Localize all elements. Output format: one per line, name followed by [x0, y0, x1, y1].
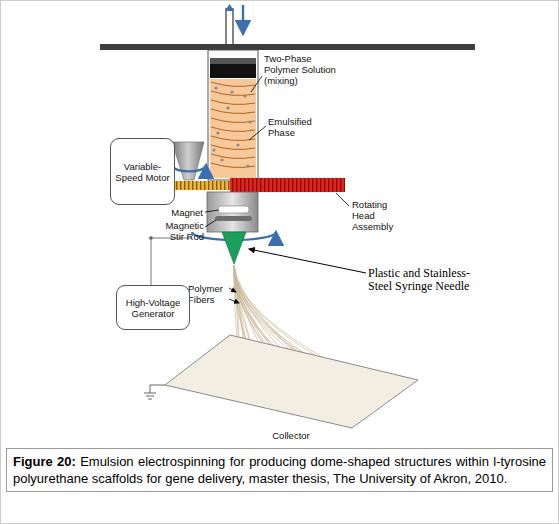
collector-sheet — [165, 335, 418, 428]
spiral-line — [211, 136, 255, 140]
spiral-line — [211, 154, 255, 158]
motor-box: Variable-Speed Motor — [110, 138, 175, 205]
emulsion-droplet — [243, 94, 246, 97]
emulsion-droplet — [214, 86, 217, 89]
generator-box: High-Voltage Generator — [116, 285, 190, 330]
part-label: Emulsified Phase — [268, 116, 328, 138]
spiral-line — [211, 82, 255, 86]
spiral-line — [211, 100, 255, 104]
figure-caption: Figure 20: Emulsion electrospinning for … — [6, 448, 553, 492]
node-label: Variable-Speed Motor — [111, 158, 174, 186]
emulsion-droplet — [212, 148, 215, 151]
collector-shape — [160, 332, 422, 444]
part-label: Polymer Fibers — [188, 283, 228, 305]
node-label: Collector — [160, 430, 422, 441]
part-label: Two-Phase Polymer Solution (mixing) — [264, 53, 348, 86]
spiral-line — [211, 109, 255, 113]
spiral-line — [211, 163, 255, 167]
emulsion-droplet — [216, 131, 219, 134]
part-label: Magnetic Stir Rod — [156, 220, 204, 242]
emulsion-droplet — [226, 106, 229, 109]
spiral-line — [211, 91, 255, 95]
spiral-line — [211, 145, 255, 149]
emulsion-droplet — [236, 143, 239, 146]
emulsion-droplet — [246, 164, 249, 167]
collector-plate: Collector — [160, 332, 422, 444]
part-label: Rotating Head Assembly — [352, 199, 408, 232]
emulsion-droplet — [220, 158, 223, 161]
emulsion-droplet — [248, 120, 251, 123]
spiral-line — [211, 118, 255, 122]
node-label: High-Voltage Generator — [117, 294, 189, 322]
emulsion-droplet — [230, 90, 233, 93]
spiral-line — [211, 127, 255, 131]
part-label: Magnet — [160, 207, 203, 218]
part-label: Plastic and Stainless-Steel Syringe Need… — [368, 267, 470, 293]
